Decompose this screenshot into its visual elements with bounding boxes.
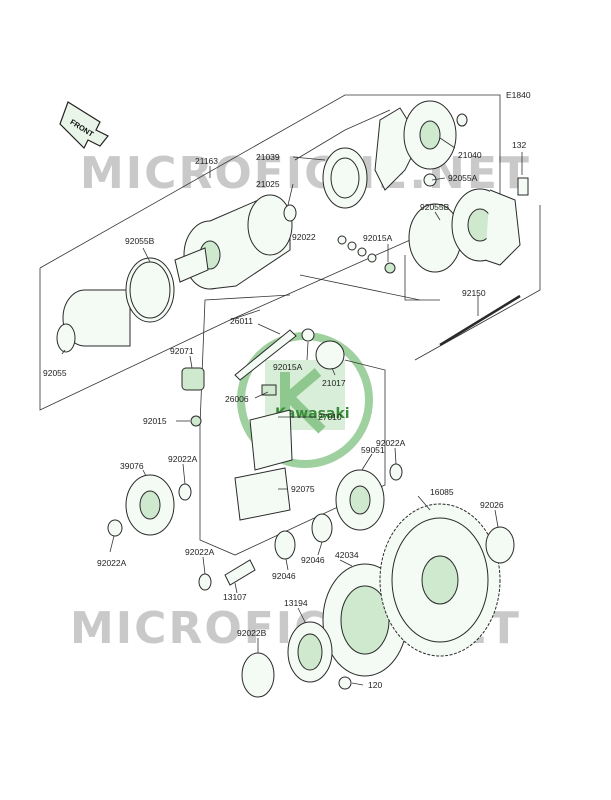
label-120: 120 <box>368 680 382 690</box>
label-21163: 21163 <box>195 156 218 166</box>
part-labels: 21163 21039 21025 21040 92055A 132 92055… <box>43 140 526 690</box>
label-13194: 13194 <box>284 598 308 608</box>
label-13107: 13107 <box>223 592 247 602</box>
label-92055A: 92055A <box>448 173 478 183</box>
label-92022: 92022 <box>292 232 316 242</box>
washers-set <box>337 235 396 274</box>
label-92071: 92071 <box>170 346 194 356</box>
label-92055B-left: 92055B <box>125 236 155 246</box>
label-92022A-mid: 92022A <box>185 547 215 557</box>
label-92022A-left: 92022A <box>168 454 198 464</box>
logo-text: Kawasaki <box>275 406 350 422</box>
starter-frame <box>39 94 541 411</box>
label-21039: 21039 <box>256 152 280 162</box>
label-59051: 59051 <box>361 445 385 455</box>
diagram-code: E1840 <box>506 90 531 100</box>
label-21025: 21025 <box>256 179 280 189</box>
starter-gear <box>379 503 515 657</box>
label-27010: 27010 <box>318 412 342 422</box>
label-92055: 92055 <box>43 368 67 378</box>
label-26011: 26011 <box>230 316 253 326</box>
gear-train <box>107 463 403 591</box>
label-39076: 39076 <box>120 461 144 471</box>
label-92150: 92150 <box>462 288 486 298</box>
end-cover <box>408 177 529 273</box>
watermark-top: MICROFICHE.NET <box>80 148 531 199</box>
label-92015A-mid: 92015A <box>273 362 303 372</box>
starter-motor-body <box>56 194 297 353</box>
label-92046-a: 92046 <box>272 571 296 581</box>
label-42034: 42034 <box>335 550 359 560</box>
label-16085: 16085 <box>430 487 454 497</box>
brush-holder <box>322 100 468 209</box>
front-arrow-icon: FRONT <box>59 101 109 150</box>
label-92015A-top: 92015A <box>363 233 393 243</box>
label-26006: 26006 <box>225 394 249 404</box>
label-92015: 92015 <box>143 416 167 426</box>
label-92055B-top: 92055B <box>420 202 450 212</box>
label-92022A-right: 92022A <box>376 438 406 448</box>
label-92026: 92026 <box>480 500 504 510</box>
relay-parts <box>181 328 345 521</box>
label-21040: 21040 <box>458 150 482 160</box>
label-92075: 92075 <box>291 484 315 494</box>
label-92022A-bl: 92022A <box>97 558 127 568</box>
through-bolt <box>439 294 521 347</box>
label-92046-b: 92046 <box>301 555 325 565</box>
leader-lines <box>61 137 523 686</box>
label-92022B: 92022B <box>237 628 267 638</box>
label-132: 132 <box>512 140 526 150</box>
label-21017: 21017 <box>322 378 346 388</box>
